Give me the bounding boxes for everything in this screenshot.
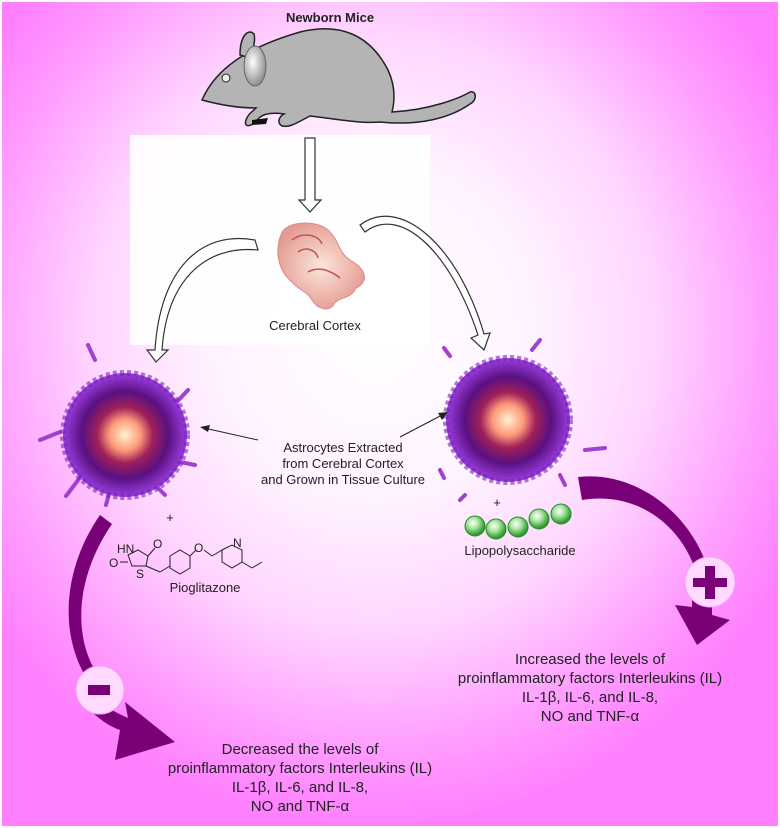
increase-line-2: proinflammatory factors Interleukins (IL…	[457, 670, 723, 687]
pioglitazone-label: Pioglitazone	[169, 580, 241, 595]
lps-plus: +	[493, 495, 501, 510]
mouse-label: Newborn Mice	[285, 10, 375, 25]
increase-effect-text: Increased the levels of proinflammatory …	[410, 650, 770, 726]
note-pointer-left	[200, 425, 259, 441]
decrease-line-1: Decreased the levels of	[221, 741, 379, 758]
arrow-cortex-to-left-cell	[145, 238, 259, 363]
cortex-label: Cerebral Cortex	[269, 318, 361, 333]
pioglitazone-structure-icon	[120, 544, 263, 575]
increase-line-1: Increased the levels of	[514, 651, 666, 668]
mouse-icon	[200, 28, 476, 128]
increase-line-3: IL-1β, IL-6, and IL-8,	[521, 689, 659, 706]
brain-slice-icon	[277, 222, 365, 310]
decrease-line-4: NO and TNF-α	[250, 798, 350, 815]
decrease-effect-text: Decreased the levels of proinflammatory …	[120, 740, 480, 816]
lps-label: Lipopolysaccharide	[464, 543, 576, 558]
astrocyte-note-line-3: and Grown in Tissue Culture	[260, 472, 426, 487]
plus-sign-badge	[684, 556, 736, 608]
astrocyte-left-icon	[38, 343, 197, 507]
lps-beads-icon	[464, 503, 572, 540]
pioglitazone-atoms: HN O O S O N	[109, 536, 242, 581]
astrocyte-right-icon	[438, 338, 607, 502]
svg-text:S: S	[136, 567, 144, 581]
astrocyte-note-line-1: Astrocytes Extracted	[283, 440, 403, 455]
astrocyte-note-line-2: from Cerebral Cortex	[282, 456, 404, 471]
decrease-line-3: IL-1β, IL-6, and IL-8,	[231, 779, 369, 796]
astrocyte-note: Astrocytes Extracted from Cerebral Corte…	[248, 440, 438, 488]
svg-text:HN: HN	[117, 542, 134, 556]
svg-text:O: O	[109, 556, 118, 570]
arrow-cortex-to-right-cell	[359, 215, 491, 352]
decrease-line-2: proinflammatory factors Interleukins (IL…	[167, 760, 433, 777]
note-pointer-right	[399, 412, 448, 438]
svg-text:N: N	[233, 536, 242, 550]
pioglitazone-plus: +	[166, 510, 174, 525]
svg-text:O: O	[153, 537, 162, 551]
increase-line-4: NO and TNF-α	[540, 708, 640, 725]
svg-text:O: O	[194, 541, 203, 555]
minus-sign-badge	[75, 665, 125, 715]
arrow-mouse-to-cortex	[297, 137, 323, 213]
